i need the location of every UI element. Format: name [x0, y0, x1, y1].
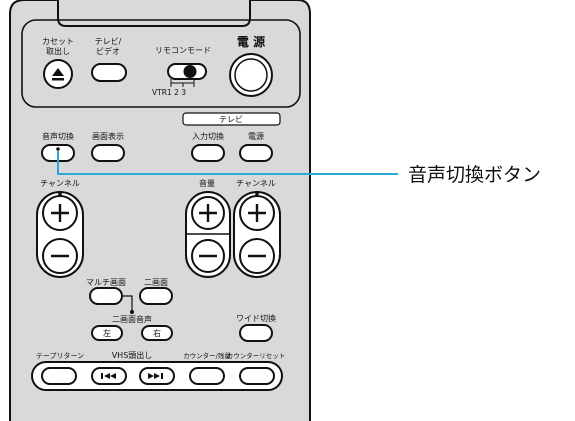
power-main-button[interactable]	[234, 58, 268, 92]
power-main-label: 電 源	[237, 34, 265, 49]
tape-return-button[interactable]	[41, 367, 77, 385]
eject-icon	[52, 68, 64, 81]
dual-audio-connector	[122, 295, 133, 312]
wide-switch-label: ワイド切換	[236, 313, 276, 323]
top-notch	[57, 0, 251, 27]
tv-video-label-2: ビデオ	[96, 46, 120, 56]
remote-mode-ticks	[170, 79, 195, 87]
tv-video-label-1: テレビ/	[95, 37, 122, 46]
counter-reset-label: カウンターリセット	[227, 351, 286, 360]
input-switch-label: 入力切換	[192, 131, 224, 141]
multi-screen-button[interactable]	[89, 287, 123, 305]
multi-screen-label: マルチ画面	[86, 278, 126, 287]
skip-forward-icon	[148, 373, 163, 379]
remote-mode-knob	[183, 65, 197, 78]
dual-audio-dot	[130, 310, 134, 314]
channel-right-dot	[255, 192, 259, 196]
plus-icon	[248, 204, 266, 222]
left-label: 左	[103, 328, 111, 338]
tv-power-button[interactable]	[239, 144, 273, 162]
remote-mode-label: リモコンモード	[155, 46, 211, 55]
audio-switch-dot	[56, 147, 60, 151]
plus-icon	[199, 204, 217, 222]
cassette-eject-label-2: 取出し	[46, 46, 70, 56]
display-button[interactable]	[91, 144, 125, 162]
counter-reset-button[interactable]	[239, 367, 275, 385]
top-panel	[21, 19, 301, 108]
counter-remain-label: カウンター/残量	[183, 351, 231, 360]
display-label: 画面表示	[92, 131, 124, 141]
right-button[interactable]	[141, 325, 173, 341]
dual-audio-label: 二画面音声	[112, 314, 152, 324]
skip-back-icon	[101, 373, 116, 379]
wide-switch-button[interactable]	[239, 324, 273, 342]
tv-section-label: テレビ	[219, 115, 243, 124]
cassette-eject-label-1: カセット	[42, 37, 74, 46]
channel-left-dot	[58, 192, 62, 196]
remote-mode-positions: VTR1 2 3	[152, 88, 186, 97]
callout-line	[57, 151, 398, 175]
channel-left-label: チャンネル	[40, 179, 80, 188]
counter-remain-button[interactable]	[189, 367, 225, 385]
tape-return-label: テープリターン	[36, 351, 84, 360]
callout-label: 音声切換ボタン	[408, 164, 541, 186]
volume-label: 音量	[199, 178, 215, 188]
vhs-cue-label: VHS頭出し	[112, 350, 153, 360]
tv-power-label: 電源	[248, 132, 264, 141]
tv-section-header	[182, 112, 281, 126]
left-button[interactable]	[91, 325, 123, 341]
channel-right-label: チャンネル	[236, 179, 276, 188]
dual-screen-label: 二画面	[144, 278, 168, 287]
tv-video-button[interactable]	[91, 63, 127, 82]
input-switch-button[interactable]	[191, 144, 225, 162]
dual-screen-button[interactable]	[139, 287, 173, 305]
plus-icon	[51, 204, 69, 222]
right-label: 右	[153, 328, 161, 338]
audio-switch-label: 音声切換	[42, 131, 74, 141]
remote-body	[9, 0, 311, 421]
